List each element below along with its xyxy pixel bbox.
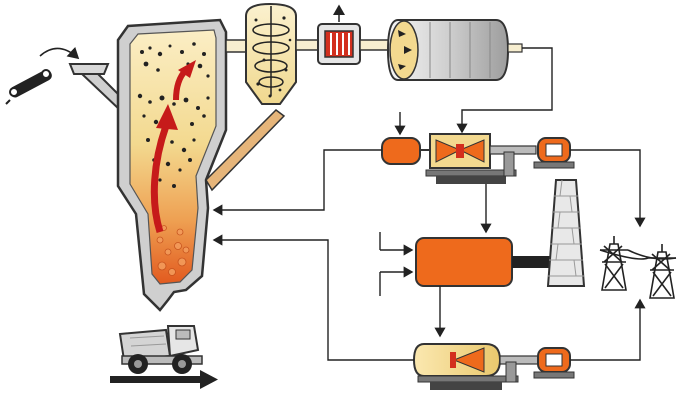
boiler-icon — [379, 232, 513, 296]
drum-to-turbine-line — [456, 47, 553, 134]
turbine-icon — [425, 133, 537, 184]
compressor-to-furnace-line — [212, 149, 382, 216]
drum-icon — [386, 19, 523, 81]
pylon-icon — [599, 236, 677, 299]
gen2-to-grid-line — [570, 298, 646, 361]
chimney-icon — [546, 179, 586, 287]
steam-return-to-furnace-line — [212, 234, 414, 361]
generator-icon — [533, 347, 575, 379]
conveyor-belt-icon — [5, 46, 80, 105]
turbine-icon — [412, 343, 539, 390]
furnace-icon — [116, 18, 228, 312]
return-leg-pipe — [205, 109, 286, 192]
heat-exchanger-icon — [317, 4, 361, 65]
exchanger-drum-pipe — [359, 39, 391, 51]
furnace-cyclone-pipe — [225, 39, 249, 53]
cyclone-exchanger-pipe — [295, 39, 319, 51]
cyclone-icon — [245, 2, 297, 105]
dump-truck-icon — [110, 325, 218, 389]
generator-icon — [533, 137, 575, 169]
compressor-icon — [381, 112, 430, 165]
gen1-to-grid-line — [570, 149, 646, 228]
